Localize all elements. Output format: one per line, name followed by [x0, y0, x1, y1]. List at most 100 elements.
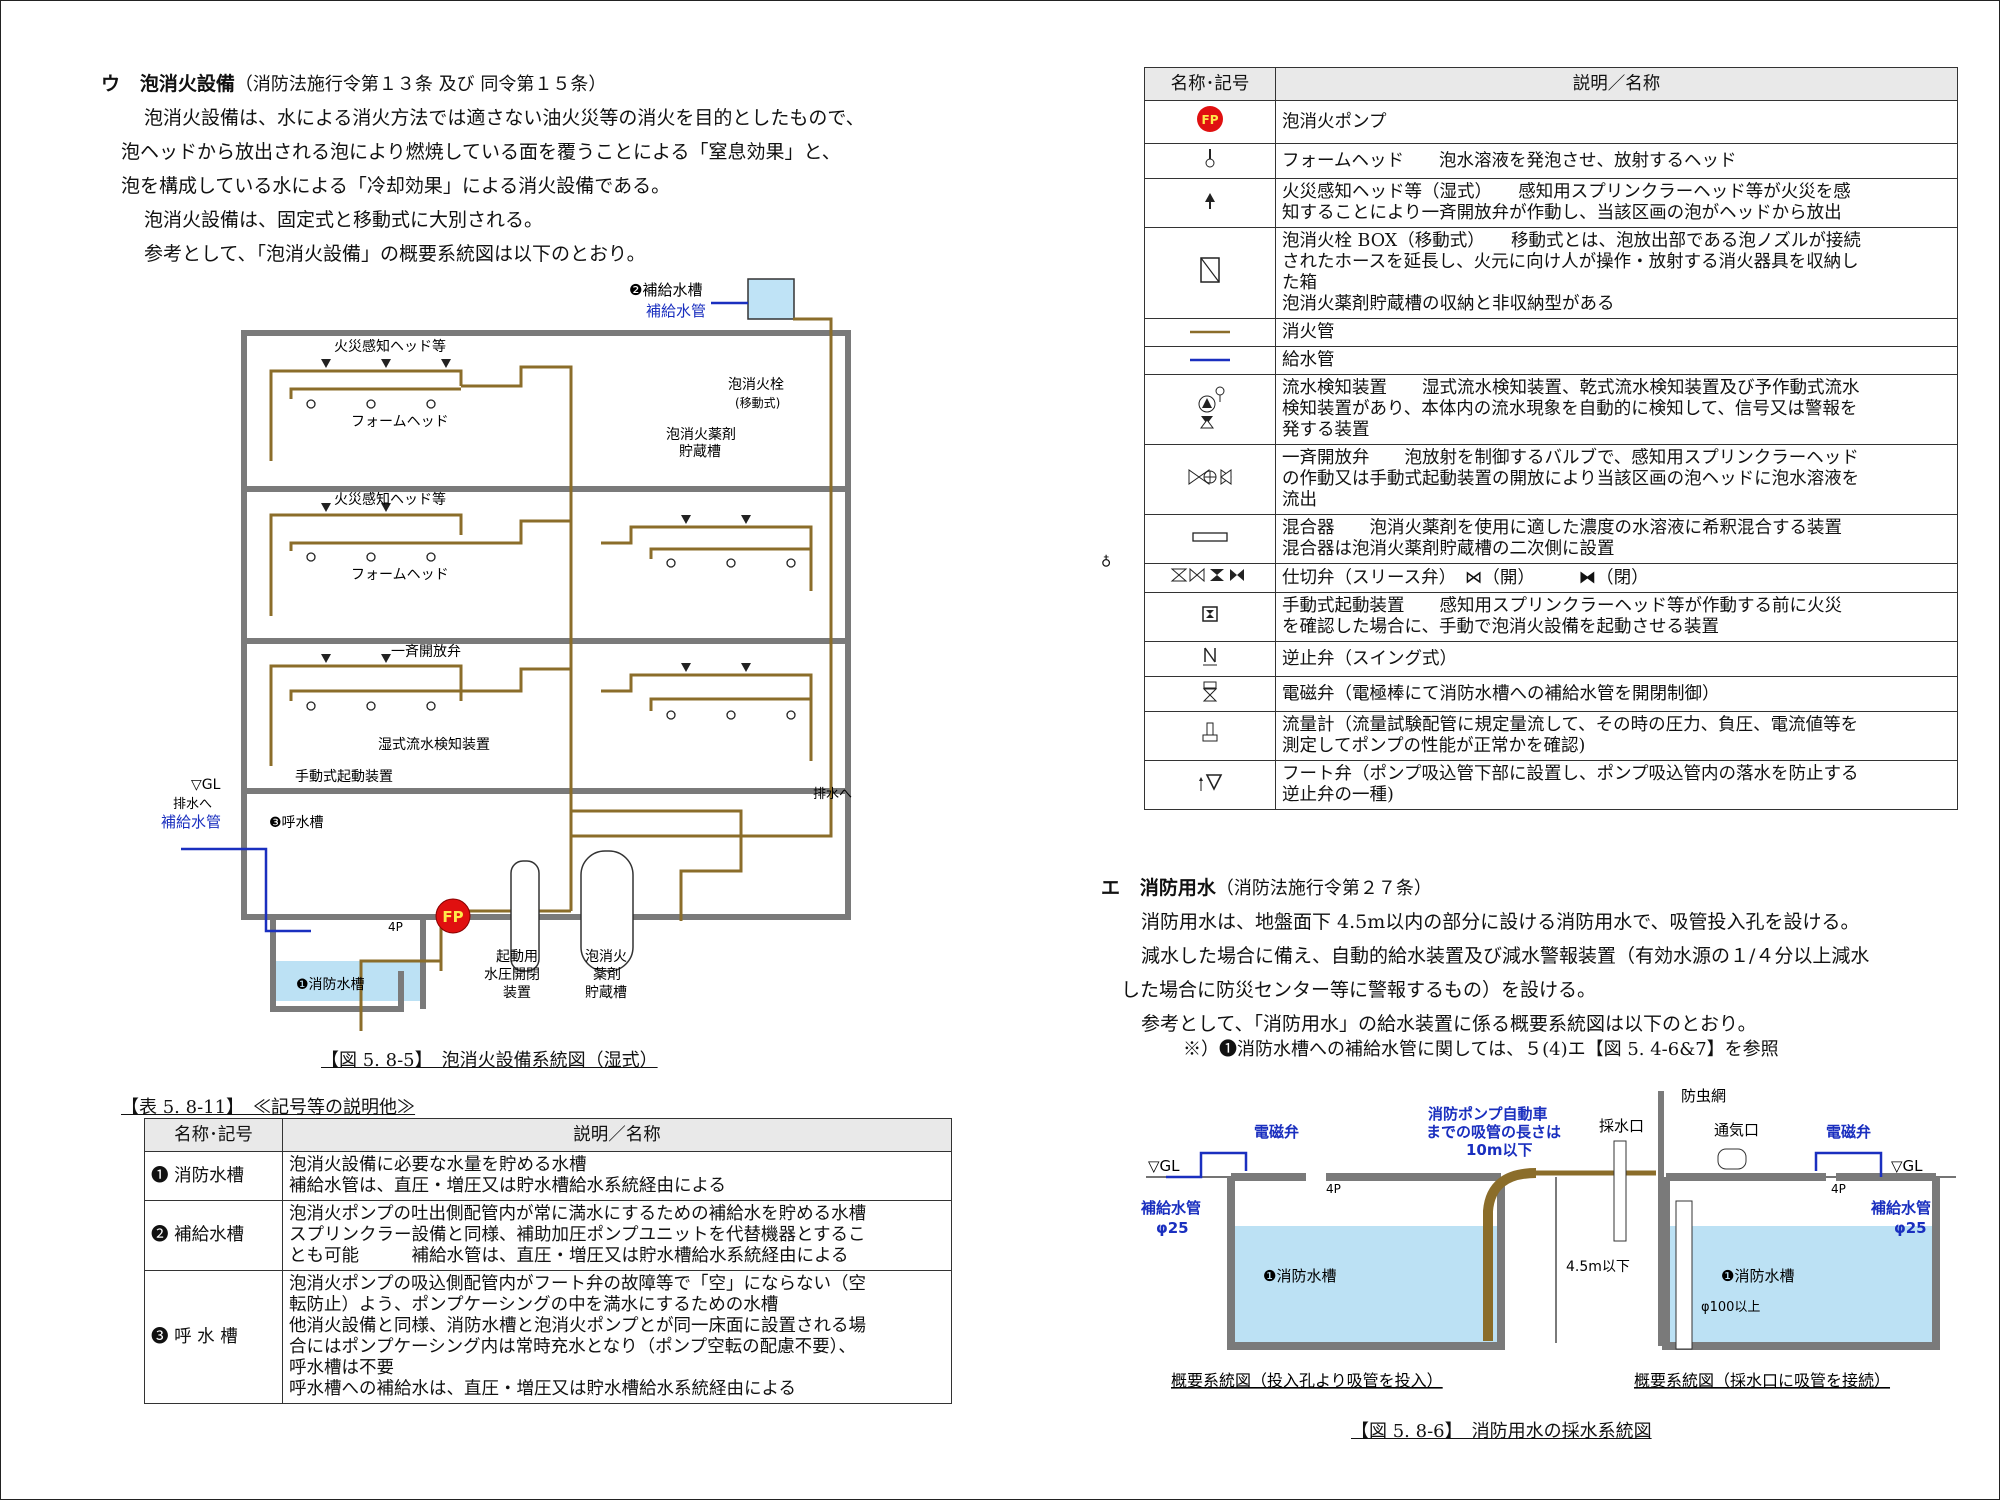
flow-meter-icon — [1202, 722, 1218, 742]
fire-detect-head-icon — [1205, 193, 1215, 209]
label-pressure-b: 水圧開閉 — [484, 967, 540, 983]
label-pump-truck-c: 10m以下 — [1466, 1141, 1533, 1159]
section-mark: ウ — [101, 73, 121, 95]
fire-pipe-line-icon — [1190, 330, 1230, 334]
header-name: 名称･記号 — [144, 1118, 283, 1152]
fp-pump-icon — [435, 898, 471, 934]
paragraph-1b: 泡ヘッドから放出される泡により燃焼している面を覆うことによる「窒息効果」と、 — [121, 141, 841, 163]
left-symbol-table: 名称･記号 説明／名称 ❶ 消防水槽 泡消火設備に必要な水量を貯める水槽 補給水… — [144, 1118, 952, 1404]
label-sub-right: 概要系統図（採水口に吸管を接続） — [1634, 1371, 1890, 1390]
mixer-icon — [1192, 531, 1228, 542]
section-law: （消防法施行令第１３条 及び 同令第１５条） — [234, 74, 607, 95]
tank-right-water — [1666, 1226, 1936, 1346]
label-solenoid-right: 電磁弁 — [1826, 1123, 1871, 1141]
label-tank2: ❷補給水槽 — [629, 281, 702, 299]
table-row: 手動式起動装置 感知用スプリンクラーヘッド等が作動する前に火災を確認した場合に、… — [1144, 592, 1958, 642]
supply-pipes — [181, 301, 748, 933]
label-pressure-c: 装置 — [503, 985, 531, 1001]
section-mark: エ — [1101, 877, 1121, 899]
symbol-cell — [1144, 346, 1276, 375]
table-row: ❷ 補給水槽 泡消火ポンプの吐出側配管内が常に満水にするための補給水を貯める水槽… — [144, 1200, 952, 1271]
fp-label: FP — [442, 908, 463, 926]
section-title: 泡消火設備 — [139, 73, 235, 95]
water-paragraph-1: 消防用水は、地盤面下 4.5m以内の部分に設ける消防用水で、吸管投入孔を設ける。 — [1141, 911, 1860, 933]
label-chem-b: 薬剤 — [593, 967, 621, 983]
symbol-cell — [1144, 711, 1276, 761]
label-sub-left: 概要系統図（投入孔より吸管を投入） — [1171, 1371, 1443, 1390]
label-four-p-left: 4P — [1326, 1182, 1341, 1196]
row-desc: 泡消火ポンプの吐出側配管内が常に満水にするための補給水を貯める水槽 スプリンクラ… — [282, 1200, 952, 1271]
label-gl-left: ▽GL — [1148, 1157, 1180, 1175]
row-desc: 火災感知ヘッド等（湿式） 感知用スプリンクラーヘッド等が火災を感知することにより… — [1275, 178, 1958, 228]
water-paragraph-2a: 減水した場合に備え、自動的給水装置及び減水警報装置（有効水源の１/４分以上減水 — [1141, 945, 1870, 967]
label-fire-head-2: 火災感知ヘッド等 — [334, 491, 446, 508]
label-depth: 4.5m以下 — [1566, 1259, 1630, 1275]
chem-storage-tank — [580, 850, 634, 972]
symbol-cell — [1144, 563, 1276, 593]
row-desc: 消火管 — [1275, 318, 1958, 347]
table-row: 逆止弁（スイング式） — [1144, 641, 1958, 677]
row-desc: 給水管 — [1275, 346, 1958, 375]
symbol-cell — [1144, 143, 1276, 179]
row-name: ❸ 呼 水 槽 — [144, 1270, 283, 1404]
deluge-valve-icon — [1188, 468, 1232, 485]
label-gl-right: ▽GL — [1891, 1157, 1923, 1175]
label-wet-detect: 湿式流水検知装置 — [378, 736, 490, 753]
label-foam-head-1: フォームヘッド — [351, 414, 449, 430]
foam-hydrant-box-icon — [1200, 257, 1220, 283]
solenoid-valve-icon — [1202, 681, 1218, 702]
row-desc: 泡消火栓 BOX（移動式） 移動式とは、泡放出部である泡ノズルが接続されたホース… — [1275, 227, 1958, 319]
label-chem-tank-b: 貯蔵槽 — [679, 444, 721, 460]
vent-pipe — [1717, 1148, 1747, 1170]
section-heading-foam: ウ 泡消火設備（消防法施行令第１３条 及び 同令第１５条） — [101, 69, 606, 96]
label-drain-left: 排水へ — [173, 797, 212, 812]
table-row: ❶ 消防水槽 泡消火設備に必要な水量を貯める水槽 補給水管は、直圧・増圧又は貯水… — [144, 1151, 952, 1201]
table-row: ❸ 呼 水 槽 泡消火ポンプの吸込側配管内がフート弁の故障等で「空」にならない（… — [144, 1270, 952, 1404]
row-name: ❷ 補給水槽 — [144, 1200, 283, 1271]
row-desc: 流水検知装置 湿式流水検知装置、乾式流水検知装置及び予作動式流水検知装置があり、… — [1275, 374, 1958, 445]
label-four-p: 4P — [388, 920, 403, 934]
paragraph-3: 参考として、「泡消火設備」の概要系統図は以下のとおり。 — [144, 243, 646, 265]
table-row: 泡消火栓 BOX（移動式） 移動式とは、泡放出部である泡ノズルが接続されたホース… — [1144, 227, 1958, 319]
table-row: 混合器 泡消火薬剤を使用に適した濃度の水溶液に希釈混合する装置混合器は泡消火薬剤… — [1144, 514, 1958, 564]
row-name: ❶ 消防水槽 — [144, 1151, 283, 1201]
row-desc: 泡消火設備に必要な水量を貯める水槽 補給水管は、直圧・増圧又は貯水槽給水系統経由… — [282, 1151, 952, 1201]
symbol-cell — [1144, 760, 1276, 810]
symbol-cell — [1144, 592, 1276, 642]
table-row: 一斉開放弁 泡放射を制御するバルブで、感知用スプリンクラーヘッドの作動又は手動式… — [1144, 444, 1958, 515]
figure-caption-5-8-6: 【図 5. 8-6】 消防用水の採水系統図 — [1351, 1421, 1652, 1442]
water-tank-fill — [274, 961, 422, 1001]
check-valve-icon — [1203, 647, 1217, 666]
header-name: 名称･記号 — [1144, 67, 1276, 101]
section-heading-water: エ 消防用水（消防法施行令第２７条） — [1101, 873, 1432, 900]
label-supply-left-b: φ25 — [1156, 1219, 1189, 1237]
symbol-cell — [1144, 374, 1276, 445]
intake-pipe — [1613, 1140, 1627, 1242]
svg-text:FP: FP — [1202, 113, 1219, 127]
supply-pipe-right — [1814, 1151, 1883, 1177]
row-desc: 仕切弁（スリース弁） ⋈（開） ⧓（閉） — [1275, 563, 1958, 593]
table-header-row: 名称･記号 説明／名称 — [144, 1118, 952, 1152]
foam-system-diagram: FP ❷補給水槽 補給水管 火災感知ヘッド等 フォームヘッド 泡消火栓 (移動式… — [161, 278, 852, 1031]
label-hydrant: 泡消火栓 — [728, 377, 784, 393]
label-solenoid-left: 電磁弁 — [1254, 1123, 1299, 1141]
header-desc: 説明／名称 — [1275, 67, 1958, 101]
label-phi100: φ100以上 — [1701, 1300, 1760, 1315]
water-note: ※）❶消防水槽への補給水管に関しては、５(4)エ【図 5. 4-6&7】を参照 — [1183, 1039, 1779, 1060]
table-row: 流水検知装置 湿式流水検知装置、乾式流水検知装置及び予作動式流水検知装置があり、… — [1144, 374, 1958, 445]
right-symbol-table: 名称･記号 説明／名称 FP 泡消火ポンプ フォームヘッド 泡水溶液を発泡させ、… — [1144, 67, 1958, 810]
row-desc: 混合器 泡消火薬剤を使用に適した濃度の水溶液に希釈混合する装置混合器は泡消火薬剤… — [1275, 514, 1958, 564]
section-title: 消防用水 — [1139, 877, 1216, 899]
table-row: 電磁弁（電極棒にて消防水槽への補給水管を開閉制御） — [1144, 676, 1958, 712]
label-supply-pipe: 補給水管 — [646, 302, 706, 320]
gate-valve-icon — [1170, 567, 1244, 583]
tank-right-walls — [1662, 1173, 1940, 1350]
label-chem-a: 泡消火 — [585, 949, 627, 965]
water-tank-walls — [270, 917, 426, 1012]
symbol-cell — [1144, 178, 1276, 228]
symbol-cell — [1144, 318, 1276, 347]
fire-detect-heads — [321, 359, 751, 672]
manual-start-icon — [1202, 606, 1218, 622]
label-tank3: ❸呼水槽 — [269, 815, 324, 831]
